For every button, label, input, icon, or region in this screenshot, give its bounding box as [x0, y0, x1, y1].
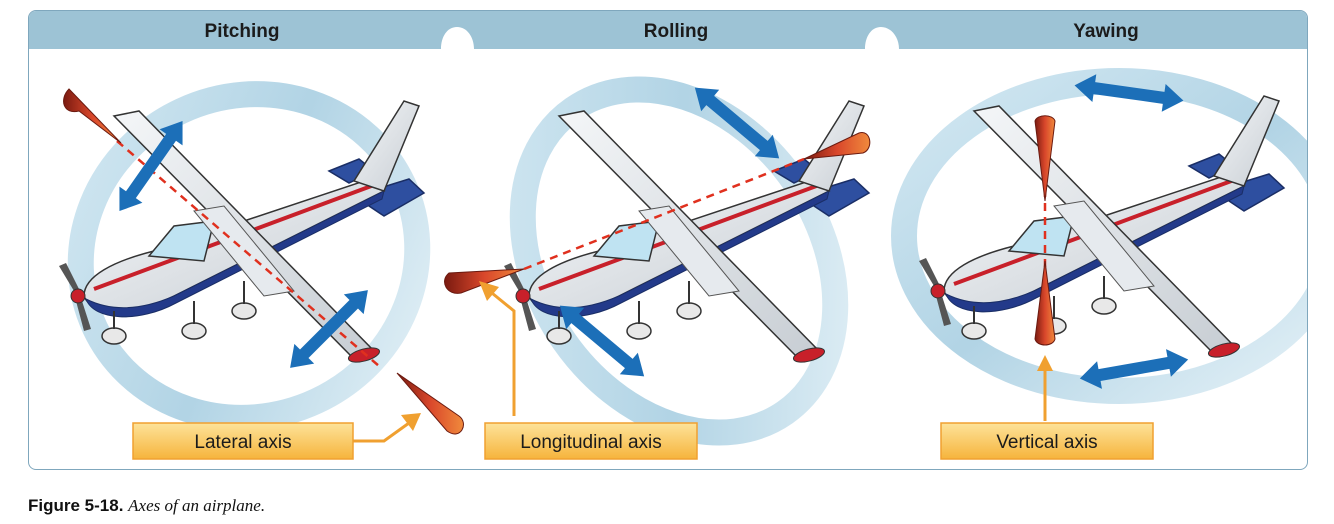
diagram-frame: Pitching Rolling Yawing Lateral axis	[28, 10, 1308, 470]
axes-diagram: Pitching Rolling Yawing Lateral axis	[29, 11, 1307, 460]
vertical-axis-label: Vertical axis	[940, 422, 1154, 460]
panel-yawing: Vertical axis	[891, 68, 1307, 460]
figure-description: Axes of an airplane.	[128, 496, 266, 515]
lateral-axis-label: Lateral axis	[132, 422, 354, 460]
figure-caption: Figure 5-18. Axes of an airplane.	[28, 496, 265, 516]
roll-arrow-up	[685, 76, 789, 170]
lateral-axis-cone-bottom	[396, 372, 464, 435]
longitudinal-axis-label: Longitudinal axis	[484, 422, 698, 460]
figure-number: Figure 5-18.	[28, 496, 124, 515]
vertical-axis-cone-bottom	[1034, 260, 1056, 346]
vertical-axis-cone-top	[1034, 115, 1056, 202]
longitudinal-axis-cone-right	[803, 132, 871, 160]
panel-title-yawing: Yawing	[1073, 21, 1138, 42]
longitudinal-axis-cone-left	[444, 268, 525, 294]
panel-rolling: Longitudinal axis	[444, 76, 871, 460]
panel-title-rolling: Rolling	[644, 21, 708, 42]
lateral-axis-cone-top	[63, 88, 122, 144]
svg-text:Longitudinal axis: Longitudinal axis	[520, 432, 662, 453]
panel-pitching: Lateral axis	[57, 81, 464, 460]
svg-text:Vertical axis: Vertical axis	[996, 432, 1097, 453]
panel-title-pitching: Pitching	[205, 21, 280, 42]
yaw-rotation-ring	[891, 68, 1307, 404]
header-band: Pitching Rolling Yawing	[29, 11, 1307, 49]
svg-text:Lateral axis: Lateral axis	[194, 432, 291, 453]
